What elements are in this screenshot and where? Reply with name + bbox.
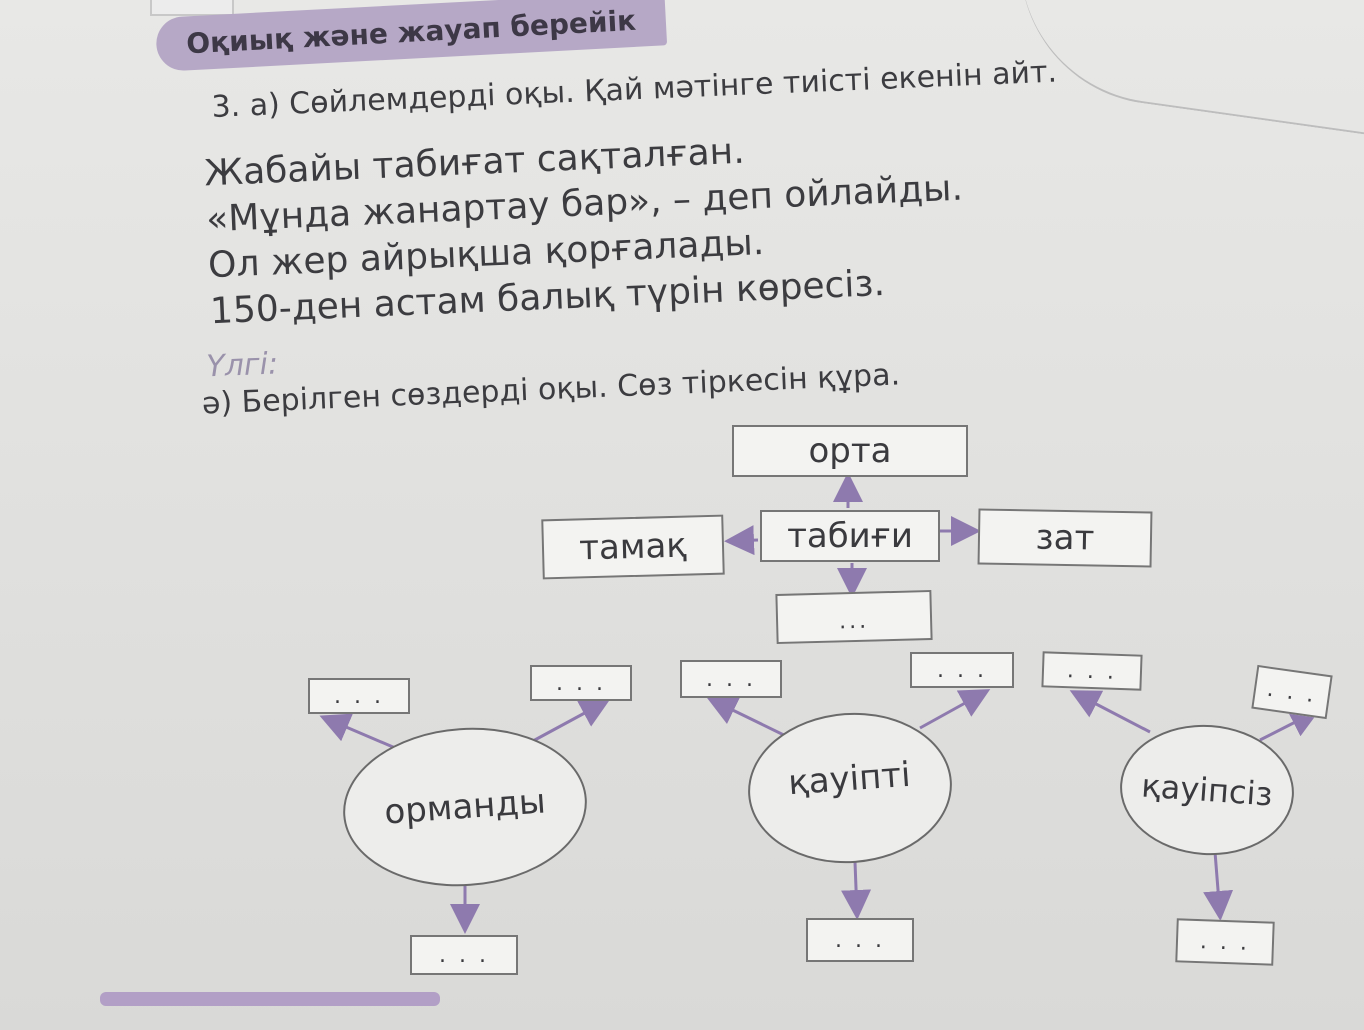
arrow-h1-left <box>319 713 401 752</box>
box-zat-label: зат <box>1035 517 1095 559</box>
diagram-arrows <box>319 472 1321 934</box>
box-below-center-label: ... <box>838 608 870 635</box>
hub1-bottom-box-label: . . . <box>439 942 489 968</box>
hub-kauipsiz-label: қауіпсіз <box>1140 766 1274 814</box>
hub2-right-box: . . . <box>910 652 1014 688</box>
box-center: табиғи <box>760 510 940 562</box>
hub2-left-box: . . . <box>680 660 782 698</box>
box-below-center: ... <box>775 589 933 645</box>
bottom-decoration-strip <box>100 992 440 1006</box>
box-orta-label: орта <box>808 431 892 471</box>
hub3-left-box: . . . <box>1041 651 1143 691</box>
top-tab-decoration <box>150 0 234 16</box>
hub1-left-box: . . . <box>308 678 410 714</box>
arrow-to-tamak <box>724 525 759 556</box>
hub1-right-box: . . . <box>530 665 632 701</box>
hub3-right-box-label: . . . <box>1265 676 1319 708</box>
hub2-bottom-box: . . . <box>806 918 914 962</box>
box-tamak-label: тамақ <box>578 525 688 569</box>
box-tamak: тамақ <box>541 514 725 580</box>
hub2-bottom-box-label: . . . <box>835 927 885 953</box>
arrow-h2-left <box>706 697 791 740</box>
box-center-label: табиғи <box>787 516 913 556</box>
arrow-h3-right <box>1259 709 1321 742</box>
arrow-h3-bottom <box>1203 851 1234 921</box>
hub3-bottom-box: . . . <box>1175 918 1275 966</box>
hub3-left-box-label: . . . <box>1066 657 1118 685</box>
hub2-right-box-label: . . . <box>937 657 987 683</box>
hub1-bottom-box: . . . <box>410 935 518 975</box>
arrow-h3-left <box>1069 690 1151 734</box>
box-orta: орта <box>732 425 968 477</box>
arrow-h2-right <box>919 689 991 730</box>
hub-kauipti-label: қауіпті <box>786 754 912 804</box>
hub2-left-box-label: . . . <box>706 666 756 692</box>
hub-ormandy-label: орманды <box>383 781 547 833</box>
hub1-right-box-label: . . . <box>556 670 606 696</box>
hub3-bottom-box-label: . . . <box>1199 928 1251 956</box>
arrow-h2-bottom <box>841 861 872 920</box>
box-zat: зат <box>977 508 1153 568</box>
hub1-left-box-label: . . . <box>334 683 384 709</box>
